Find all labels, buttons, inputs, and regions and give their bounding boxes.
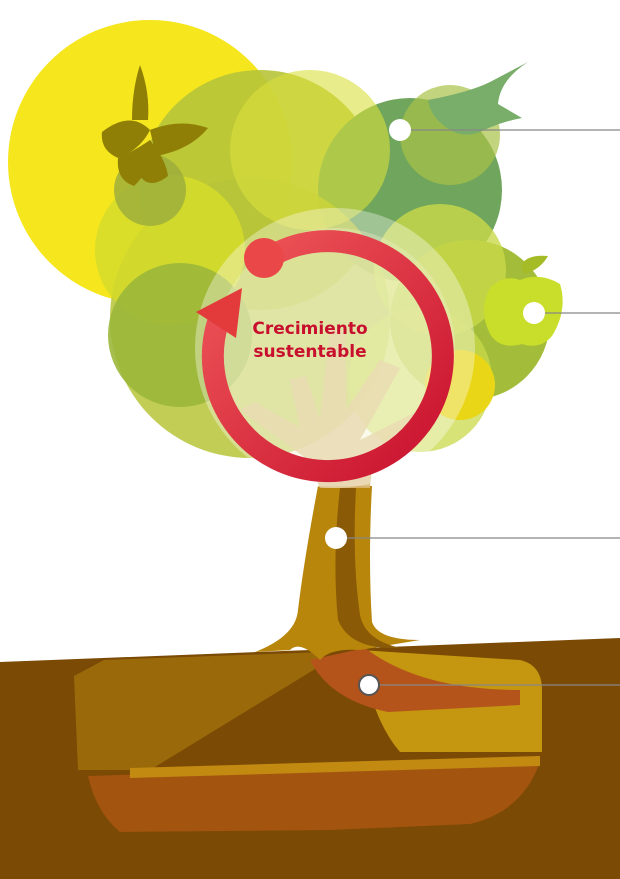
center-label: Crecimiento sustentable [220, 318, 400, 364]
trunk-shade [335, 488, 400, 649]
cycle-arrowhead [196, 288, 242, 338]
connector-lines [336, 129, 620, 686]
root-block-left [74, 652, 325, 770]
root-curve [310, 648, 520, 712]
cycle-start-dot [244, 238, 284, 278]
bird-icon [428, 62, 528, 135]
center-label-line2: sustentable [253, 342, 367, 362]
cycle-ring [201, 230, 454, 483]
hotspot-fruit[interactable] [523, 302, 545, 324]
hotspot-roots[interactable] [358, 674, 380, 696]
root-base [88, 762, 540, 832]
hotspot-trunk[interactable] [325, 527, 347, 549]
hotspot-crown[interactable] [389, 119, 411, 141]
butterfly-icon [101, 65, 208, 186]
root-band [130, 756, 540, 778]
center-label-line1: Crecimiento [252, 319, 368, 339]
